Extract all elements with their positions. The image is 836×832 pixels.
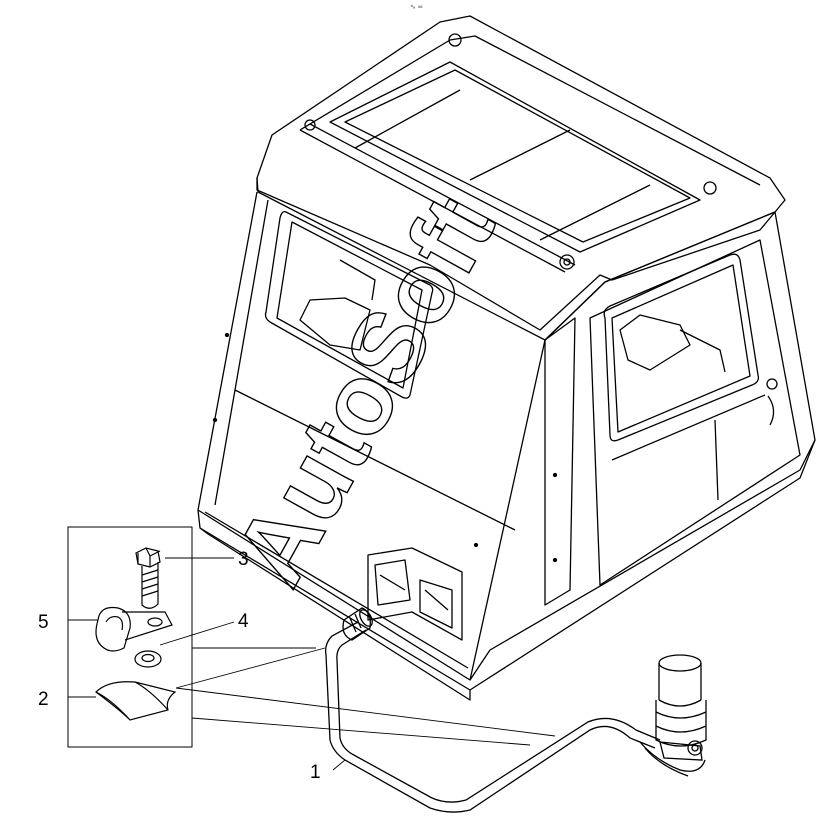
cab-lift-eye	[563, 258, 571, 266]
leader-lines	[68, 557, 556, 771]
top-mark: ∿ ═	[410, 3, 423, 11]
cab-skylight-inner	[344, 69, 691, 243]
pump-assembly	[639, 654, 707, 777]
callout-1: 1	[310, 762, 321, 783]
watermark: AutoSoft	[213, 179, 516, 602]
cab-left-window-inner	[276, 221, 423, 389]
washer-part	[134, 650, 162, 668]
cab-interior-seat	[299, 259, 376, 351]
cab-door-window	[603, 253, 760, 442]
callout-5: 5	[38, 612, 49, 633]
cab-vent-left	[374, 559, 411, 606]
cab-left-side	[197, 191, 546, 681]
cab-base-lower	[199, 527, 471, 701]
cab-roof-cross-bar	[354, 89, 651, 241]
cab-lift-eye	[559, 254, 575, 270]
callout-2: 2	[38, 689, 49, 710]
cab-vent-right	[419, 579, 453, 629]
cab-vent-slats	[379, 574, 449, 611]
cab-left-window	[264, 210, 434, 399]
cab-left-side-inner	[204, 199, 469, 669]
clip-part	[95, 681, 177, 721]
cab-roof	[256, 15, 786, 331]
cab-door-knob	[766, 378, 778, 390]
cab-left-belt-line	[234, 389, 516, 531]
cab-door-window-inner	[611, 264, 751, 433]
callout-4: 4	[238, 611, 249, 632]
parts-detail-box	[67, 526, 193, 748]
bolt-part	[135, 547, 161, 609]
cab-lift-eye	[703, 181, 717, 195]
cab-skylight	[329, 61, 701, 253]
cab-door-interior	[619, 314, 726, 373]
cab-lift-eye	[304, 119, 316, 131]
cab-bolt	[552, 557, 558, 563]
cab-bolt	[224, 332, 230, 338]
callout-3: 3	[238, 549, 249, 570]
cab-skylight-divider	[469, 129, 571, 181]
cab-front-corner	[544, 317, 576, 606]
cab-drawing	[197, 15, 816, 701]
clamp-part	[95, 606, 173, 652]
cab-bolt	[473, 542, 479, 548]
cab-door	[589, 239, 801, 586]
cab-lift-eye	[448, 33, 462, 47]
cab-bolt	[212, 417, 218, 423]
cab-door-panel-line	[611, 394, 766, 501]
cab-roof-rail	[299, 35, 761, 273]
cab-door-handle	[767, 395, 775, 426]
cab-vent-outer	[367, 547, 463, 641]
cab-bolt	[552, 472, 558, 478]
pipe-part	[324, 607, 661, 813]
